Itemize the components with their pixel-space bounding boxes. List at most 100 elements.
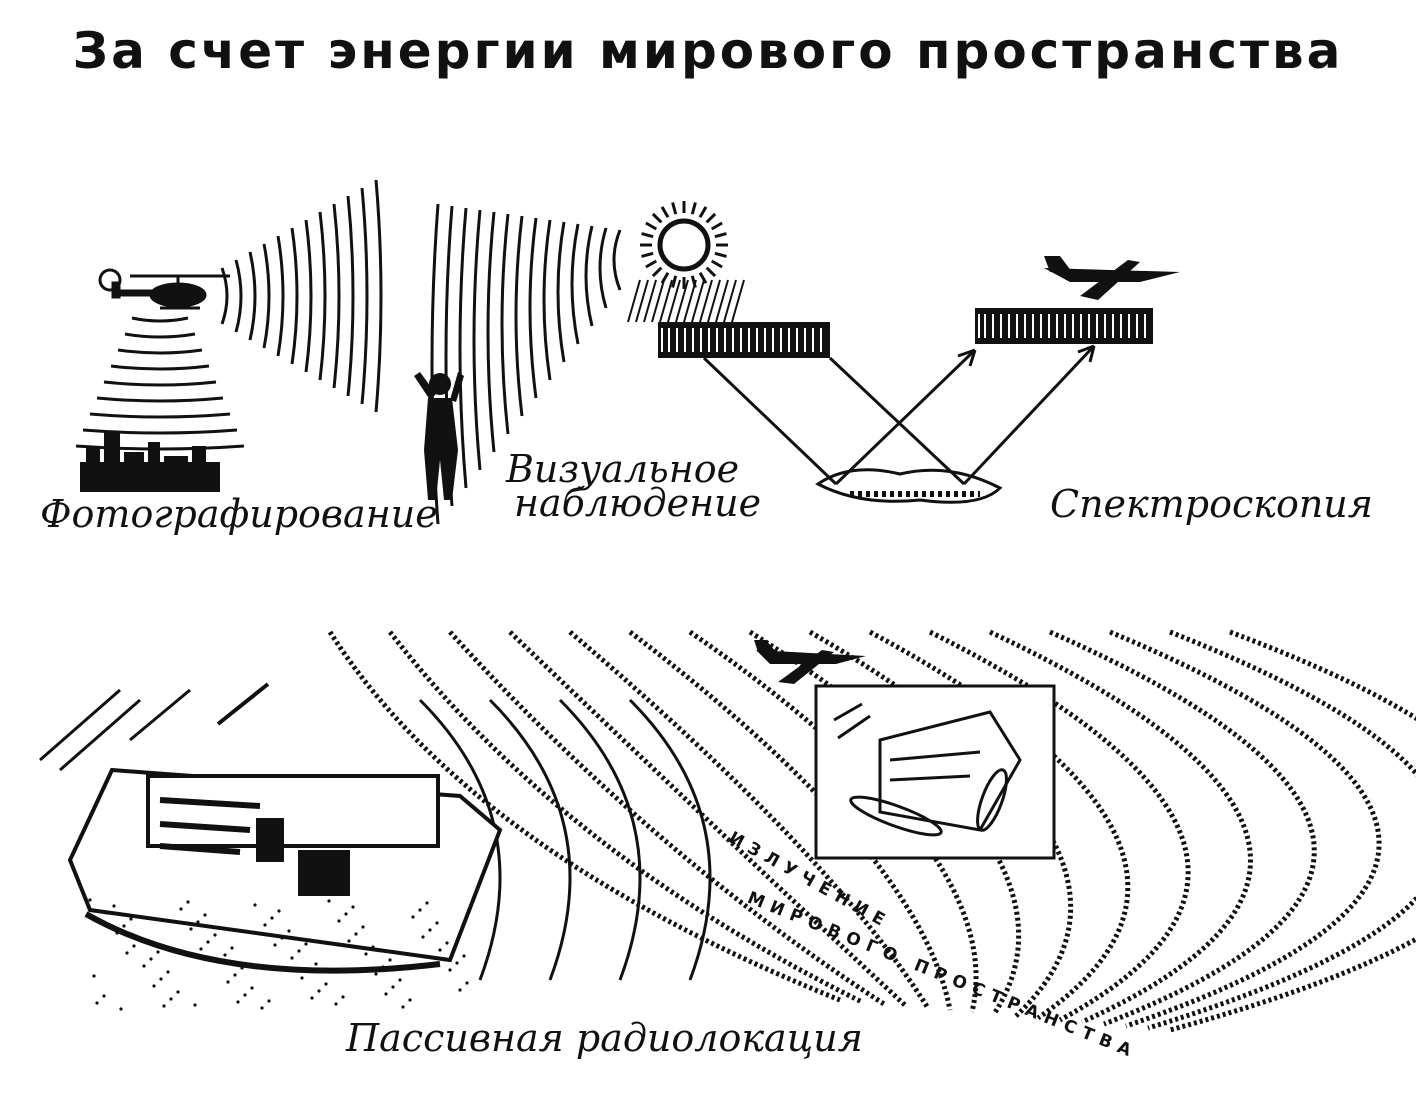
person-icon	[414, 372, 464, 500]
inset-frame	[814, 684, 1056, 860]
ground-dot	[196, 920, 200, 924]
ground-dot	[149, 957, 153, 961]
radiation-arc	[628, 630, 953, 1011]
ground-dot	[277, 909, 281, 913]
radiation-arc	[688, 629, 979, 1013]
label-visual-observation: Визуальное наблюдение	[506, 447, 762, 525]
ground-dot	[236, 1000, 240, 1004]
ground-dot	[381, 965, 385, 969]
ground-dot	[132, 944, 136, 948]
ground-dot	[354, 932, 358, 936]
sun-ray	[651, 266, 663, 278]
beam-arc	[131, 316, 189, 323]
beam-arc	[124, 332, 196, 339]
hatch-line	[723, 279, 737, 323]
ground-dot	[297, 949, 301, 953]
radiation-arc	[1147, 629, 1416, 1031]
label-visual-line2: наблюдение	[514, 481, 762, 525]
sun-icon	[640, 201, 728, 289]
beam-arc	[290, 227, 299, 365]
beam-arc	[332, 203, 341, 389]
ground-dot	[374, 972, 378, 976]
ground-dot	[115, 931, 119, 935]
radiation-arc	[558, 698, 642, 981]
ground-dot	[199, 947, 203, 951]
ground-dot	[105, 911, 109, 915]
ground-dot	[327, 899, 331, 903]
ground-target	[815, 468, 1003, 504]
ground-dot	[213, 933, 217, 937]
ground-dot	[230, 946, 234, 950]
ground-dot	[129, 917, 133, 921]
radiation-arc	[327, 630, 841, 1003]
ground-dot	[95, 1001, 99, 1005]
ground-dot	[455, 961, 459, 965]
sun-ray	[671, 275, 678, 288]
ground-dot	[206, 940, 210, 944]
ground-dot	[280, 936, 284, 940]
ground-dot	[243, 993, 247, 997]
label-passive-location: Пассивная радиолокация	[346, 1016, 863, 1060]
ground-dot	[267, 999, 271, 1003]
ground-dot	[408, 998, 412, 1002]
beam-arc	[110, 364, 210, 371]
ground-dot	[287, 929, 291, 933]
ground-dot	[166, 970, 170, 974]
beam-arc	[542, 219, 552, 381]
label-visual-line1: Визуальное	[506, 447, 740, 491]
radiation-arc	[988, 629, 1253, 1025]
sun-ray	[714, 251, 727, 258]
hatch-line	[635, 279, 649, 323]
sun-ray	[645, 221, 658, 231]
ground-dot	[203, 913, 207, 917]
ground-dot	[428, 928, 432, 932]
ground-dot	[223, 953, 227, 957]
sun-ray	[710, 221, 723, 231]
beam-arc	[598, 227, 608, 309]
beam-arc	[304, 219, 313, 373]
beam-arc	[472, 209, 482, 471]
ground-dot	[334, 1002, 338, 1006]
radiation-arc	[1048, 629, 1317, 1027]
sun-ray	[660, 206, 670, 219]
ground-dot	[361, 925, 365, 929]
ground-dot	[310, 996, 314, 1000]
beam-arc	[360, 187, 369, 405]
ground-dot	[411, 915, 415, 919]
ground-dot	[344, 912, 348, 916]
ground-dot	[186, 900, 190, 904]
ground-dot	[435, 921, 439, 925]
sun-ray	[698, 271, 708, 284]
hatch-line	[627, 279, 641, 323]
beam-arc	[570, 223, 580, 345]
radiation-arc	[1169, 629, 1416, 1033]
hatch-line	[651, 279, 665, 323]
ground-dot	[125, 951, 129, 955]
beam-arc	[458, 207, 468, 489]
jet-aircraft-icon	[1044, 256, 1180, 300]
ground-dot	[341, 995, 345, 999]
sun-ray	[698, 206, 708, 219]
beam-arc	[96, 396, 224, 403]
ground-dot	[384, 992, 388, 996]
ground-dot	[347, 939, 351, 943]
ground-dot	[425, 901, 429, 905]
sun-ray	[705, 212, 717, 224]
jet-aircraft-icon	[754, 640, 866, 684]
radiation-arc	[628, 698, 712, 981]
ground-dot	[421, 935, 425, 939]
ground-dot	[92, 974, 96, 978]
ground-dot	[260, 1006, 264, 1010]
ground-dot	[193, 1003, 197, 1007]
ground-dot	[445, 941, 449, 945]
label-spectroscopy: Спектроскопия	[1050, 482, 1373, 526]
ground-dot	[169, 997, 173, 1001]
ground-dot	[290, 956, 294, 960]
beam-arc	[514, 215, 524, 417]
spectrum-panel-right	[975, 308, 1153, 344]
ground-dot	[438, 948, 442, 952]
ground-dot	[112, 904, 116, 908]
ground-dot	[364, 952, 368, 956]
